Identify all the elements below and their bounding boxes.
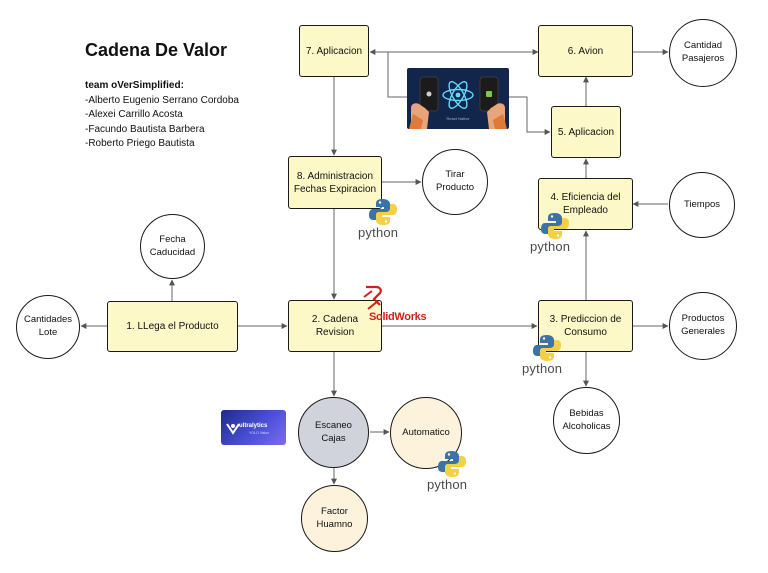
team-block: team oVerSimplified: -Alberto Eugenio Se… (85, 79, 239, 152)
node-automatico[interactable]: Automatico (390, 397, 462, 469)
solidworks-logo: SolidWorks (362, 285, 427, 325)
ultralytics-image: ultralytics YOLO Vision (221, 410, 286, 445)
node-cantidad-pasajeros[interactable]: Cantidad Pasajeros (669, 19, 737, 87)
node-aplicacion-5[interactable]: 5. Aplicacion (551, 106, 621, 158)
node-label: Cantidad Pasajeros (681, 40, 725, 64)
python-snake-icon (541, 213, 569, 239)
python-logo: python (427, 450, 487, 492)
python-wordmark: python (427, 477, 468, 492)
node-label: 3. Prediccion de Consumo (549, 314, 622, 338)
node-label: 2. Cadena Revision (311, 314, 359, 338)
node-cantidades-lote[interactable]: Cantidades Lote (16, 295, 80, 359)
node-label: Bebidas Alcoholicas (562, 407, 611, 432)
team-member: -Facundo Bautista Barbera (85, 123, 205, 135)
team-member: -Roberto Priego Bautista (85, 138, 195, 149)
node-productos-generales[interactable]: Productos Generales (669, 292, 737, 360)
react-native-image: React Native (407, 68, 509, 129)
node-fecha-caducidad[interactable]: Fecha Caducidad (140, 214, 205, 279)
node-eficiencia-empleado[interactable]: 4. Eficiencia del Empleado (538, 178, 633, 230)
python-snake-icon (533, 335, 561, 361)
python-logo: python (358, 198, 418, 240)
node-label: Fecha Caducidad (149, 233, 196, 258)
node-tiempos[interactable]: Tiempos (669, 172, 735, 238)
node-llega-producto[interactable]: 1. LLega el Producto (107, 301, 238, 352)
python-logo: python (530, 212, 590, 254)
edge-aplicacion7-to-aplicacion5 (387, 52, 551, 135)
ultralytics-logo-icon (226, 423, 240, 435)
node-label: 6. Avion (567, 45, 604, 57)
node-avion[interactable]: 6. Avion (538, 25, 633, 77)
node-factor-humano[interactable]: Factor Huamno (301, 485, 368, 552)
react-native-caption: React Native (446, 116, 470, 121)
node-label: Tiempos (683, 198, 721, 210)
node-label: 1. LLega el Producto (126, 321, 219, 332)
node-label: Factor Huamno (316, 505, 353, 530)
node-label: Productos Generales (681, 313, 725, 337)
node-label: 7. Aplicacion (305, 45, 363, 57)
team-member: -Alexei Carrillo Acosta (85, 109, 183, 120)
node-label: 8. Administracion Fechas Expiracion (293, 170, 377, 195)
ultralytics-wordmark: ultralytics (239, 423, 268, 429)
python-snake-icon (438, 451, 466, 477)
python-wordmark: python (358, 225, 399, 240)
team-heading: team oVerSimplified: (85, 80, 184, 91)
node-label: 5. Aplicacion (557, 126, 615, 138)
python-logo: python (522, 334, 582, 376)
python-wordmark: python (530, 239, 571, 254)
node-label: Cantidades Lote (23, 314, 73, 338)
node-label: Escaneo Cajas (315, 419, 352, 444)
python-snake-icon (369, 199, 397, 225)
solidworks-ds-icon (363, 285, 382, 310)
solidworks-wordmark: SolidWorks (369, 311, 427, 323)
node-aplicacion-7[interactable]: 7. Aplicacion (299, 25, 369, 77)
node-label: Tirar Producto (435, 169, 475, 193)
python-wordmark: python (522, 361, 563, 376)
node-administracion-fechas[interactable]: 8. Administracion Fechas Expiracion (288, 156, 382, 209)
node-tirar-producto[interactable]: Tirar Producto (422, 149, 488, 215)
node-label: 4. Eficiencia del Empleado (550, 192, 621, 216)
node-bebidas-alcoholicas[interactable]: Bebidas Alcoholicas (553, 387, 620, 454)
react-native-phones-icon (409, 76, 507, 129)
node-label: Automatico (402, 426, 450, 438)
node-cadena-revision[interactable]: 2. Cadena Revision (288, 300, 382, 352)
node-escaneo-cajas[interactable]: Escaneo Cajas (298, 397, 369, 468)
team-member: -Alberto Eugenio Serrano Cordoba (85, 94, 239, 106)
ultralytics-subtitle: YOLO Vision (249, 431, 270, 435)
page-title: Cadena De Valor (85, 40, 228, 60)
